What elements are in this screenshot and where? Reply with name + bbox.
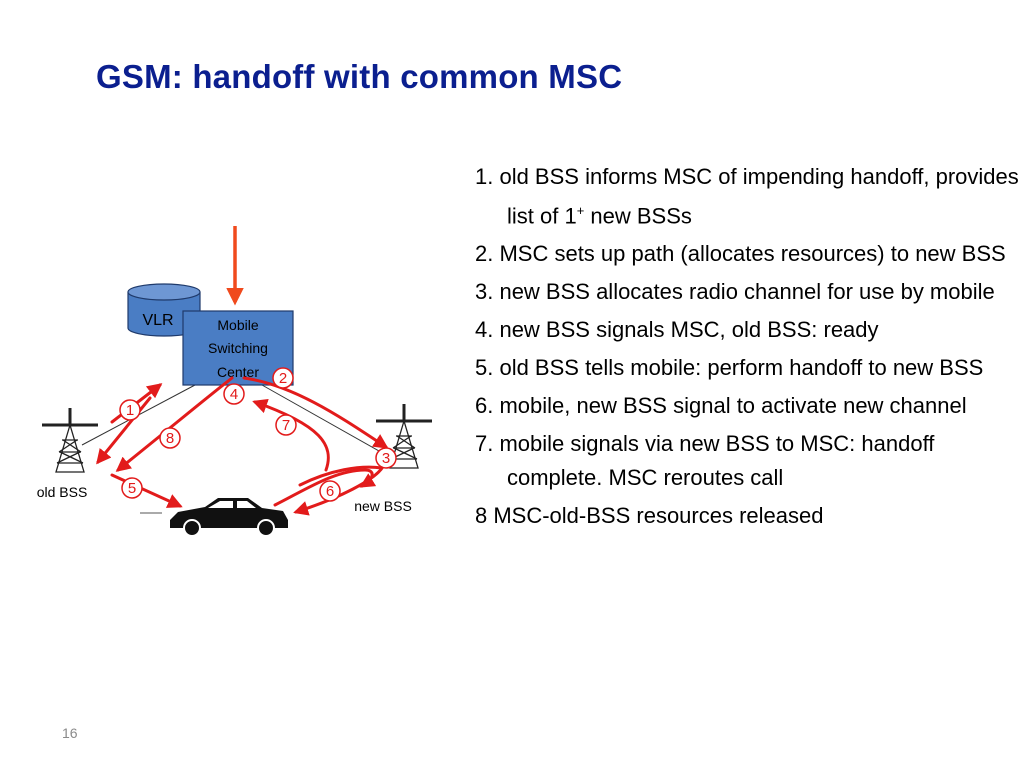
arrow-step-4: [115, 376, 234, 472]
step-text-6: 6. mobile, new BSS signal to activate ne…: [475, 393, 967, 419]
step-text-8: 8 MSC-old-BSS resources released: [475, 503, 824, 529]
step-text-1-sup: +: [576, 203, 585, 218]
step-marker-8: 8: [159, 427, 181, 449]
step-marker-5: 5: [121, 477, 143, 499]
msc-label-line-1: Mobile: [217, 317, 258, 333]
arrow-step-2: [242, 376, 389, 449]
new-bss-tower-icon: [376, 404, 432, 469]
step-item-1: 1. old BSS informs MSC of impending hand…: [475, 160, 1020, 233]
step-marker-6-text: 6: [326, 483, 334, 500]
step-text-2: 2. MSC sets up path (allocates resources…: [475, 241, 1006, 267]
old-bss-label: old BSS: [37, 484, 88, 500]
arrow-step-8: [96, 396, 152, 465]
step-marker-8-text: 8: [166, 430, 174, 447]
step-marker-7: 7: [275, 414, 297, 436]
new-bss-label: new BSS: [354, 498, 412, 514]
step-item-2: 2. MSC sets up path (allocates resources…: [475, 237, 1020, 271]
arrow-step-6: [273, 468, 377, 507]
step-marker-4-text: 4: [230, 386, 238, 403]
step-text-4: 4. new BSS signals MSC, old BSS: ready: [475, 317, 879, 343]
step-marker-2-text: 2: [279, 370, 287, 387]
slide-title: GSM: handoff with common MSC: [96, 58, 623, 95]
arrow-step-5: [110, 473, 183, 508]
handoff-diagram: VLR Mobile Switching Center old BSS new …: [37, 226, 432, 537]
page-number: 16: [62, 725, 78, 741]
step-marker-6: 6: [319, 480, 341, 502]
step-marker-7-text: 7: [282, 417, 290, 434]
step-text-7: 7. mobile signals via new BSS to MSC: ha…: [475, 431, 935, 491]
step-item-8: 8 MSC-old-BSS resources released: [475, 499, 1020, 533]
step-text-1: 1. old BSS informs MSC of impending hand…: [475, 164, 1019, 229]
step-item-3: 3. new BSS allocates radio channel for u…: [475, 275, 1020, 309]
step-marker-4: 4: [223, 383, 245, 405]
vlr-database: VLR: [127, 283, 201, 337]
msc-label-line-2: Switching: [208, 340, 268, 356]
step-text-1-tail: new BSSs: [584, 203, 692, 229]
step-marker-1: 1: [119, 399, 141, 421]
step-marker-5-text: 5: [128, 480, 136, 497]
arrow-step-7: [252, 398, 330, 472]
step-marker-2: 2: [272, 367, 294, 389]
car-icon: [140, 498, 288, 537]
step-text-5: 5. old BSS tells mobile: perform handoff…: [475, 355, 984, 381]
old-bss-tower-icon: [42, 408, 98, 473]
step-markers: 1 2 3 4 5 6 7 8: [119, 367, 397, 502]
step-marker-1-text: 1: [126, 402, 134, 419]
step-item-5: 5. old BSS tells mobile: perform handoff…: [475, 351, 1020, 385]
msc-label-line-3: Center: [217, 364, 259, 380]
step-item-4: 4. new BSS signals MSC, old BSS: ready: [475, 313, 1020, 347]
step-text-3: 3. new BSS allocates radio channel for u…: [475, 279, 995, 305]
step-item-6: 6. mobile, new BSS signal to activate ne…: [475, 389, 1020, 423]
handoff-steps-list: 1. old BSS informs MSC of impending hand…: [475, 160, 1020, 537]
vlr-label: VLR: [142, 312, 173, 329]
step-item-7: 7. mobile signals via new BSS to MSC: ha…: [475, 427, 1020, 495]
step-marker-3-text: 3: [382, 450, 390, 467]
step-marker-3: 3: [375, 447, 397, 469]
